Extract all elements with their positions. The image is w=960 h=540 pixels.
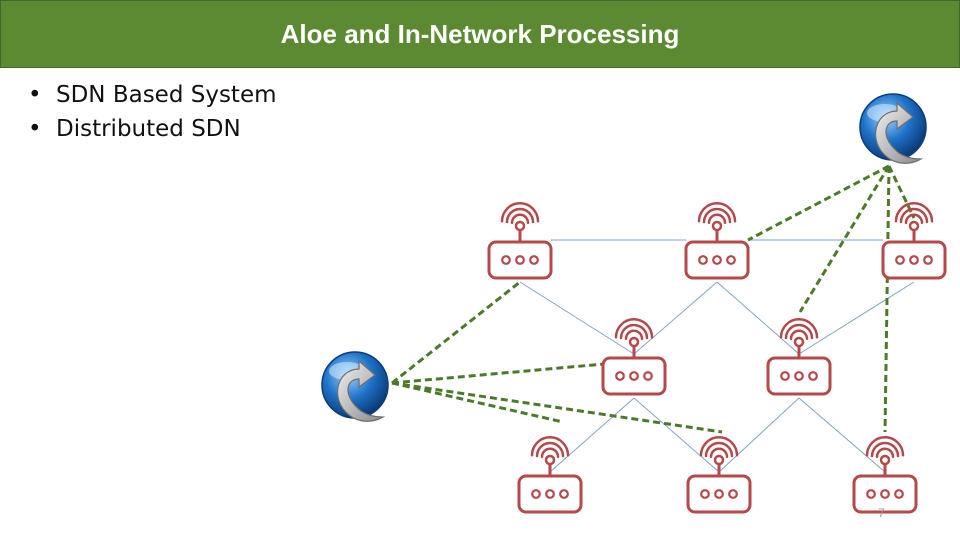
data-link-s2-s5 [716,281,800,355]
data-link-s2-s4 [633,281,718,355]
bullet-distributed-sdn: Distributed SDN [28,112,277,146]
switches [487,202,947,514]
control-link-c1-s4 [391,362,605,385]
control-link-c2-s2 [747,164,890,242]
data-link-s4-s7 [633,397,720,473]
sdn-controller-icon [321,351,389,422]
data-link-s1-s4 [519,281,635,355]
wireless-router-icon [766,318,832,396]
data-link-s5-s8 [798,397,886,473]
data-links [519,239,915,473]
controllers [321,93,927,422]
wireless-router-icon [852,436,918,514]
title-bar: Aloe and In-Network Processing [0,0,960,68]
data-link-s3-s5 [798,281,915,355]
bullet-sdn-based-system: SDN Based System [28,78,277,112]
wireless-router-icon [684,202,750,280]
control-link-c1-s1 [391,280,521,385]
data-link-s4-s6 [549,397,635,473]
control-link-c1-s6 [391,381,564,424]
control-link-c2-s5 [798,165,891,313]
page-number: 7 [878,506,885,520]
sdn-controller-icon [859,93,927,164]
control-links [391,164,916,434]
wireless-router-icon [881,202,947,280]
wireless-router-icon [601,318,667,396]
wireless-router-icon [686,436,752,514]
data-link-s5-s7 [718,397,800,473]
bullet-list: SDN Based System Distributed SDN [28,78,277,146]
control-link-c1-s7 [391,381,723,434]
wireless-router-icon [517,436,583,514]
slide-title: Aloe and In-Network Processing [280,18,680,49]
wireless-router-icon [487,202,553,280]
control-link-c2-s8 [883,165,891,433]
